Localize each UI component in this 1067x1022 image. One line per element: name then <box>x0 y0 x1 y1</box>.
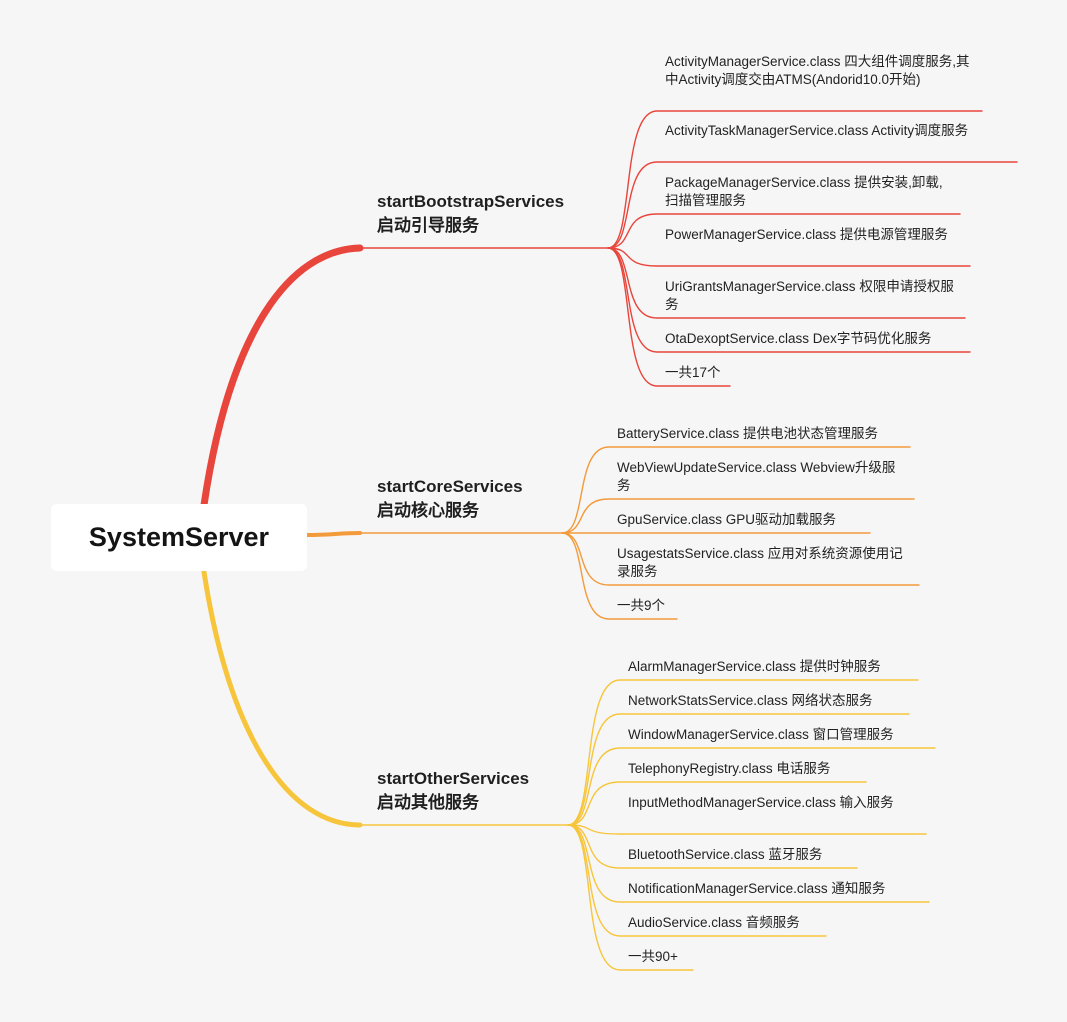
leaf-node[interactable]: GpuService.class GPU驱动加载服务 <box>617 512 837 527</box>
leaf-connector <box>567 824 694 971</box>
leaf-node[interactable]: 一共17个 <box>665 365 721 380</box>
leaf-connector <box>607 247 971 267</box>
leaf-connector <box>607 110 983 249</box>
leaf-node[interactable]: ActivityManagerService.class 四大组件调度服务,其中… <box>665 54 970 87</box>
leaf-connector <box>607 247 971 353</box>
root-node-systemserver[interactable]: SystemServer <box>51 504 307 571</box>
leaf-node[interactable]: 一共90+ <box>628 949 678 964</box>
leaf-node[interactable]: PackageManagerService.class 提供安装,卸载,扫描管理… <box>665 175 943 208</box>
leaf-node[interactable]: ActivityTaskManagerService.class Activit… <box>665 123 969 138</box>
branch-subtitle: 启动其他服务 <box>377 793 479 812</box>
branch-subtitle: 启动引导服务 <box>377 216 479 235</box>
leaf-connector <box>567 781 867 826</box>
branch-node-core[interactable]: startCoreServices 启动核心服务 <box>377 475 523 523</box>
leaf-node[interactable]: WindowManagerService.class 窗口管理服务 <box>628 727 894 742</box>
leaf-connector <box>561 498 915 534</box>
branch-title: startOtherServices <box>377 769 530 788</box>
branch-title: startCoreServices <box>377 477 523 496</box>
root-node-label: SystemServer <box>88 522 270 552</box>
leaf-node[interactable]: 一共9个 <box>617 598 666 613</box>
leaf-connector <box>607 247 731 387</box>
branch-connector <box>305 531 362 537</box>
leaf-connector <box>567 824 927 835</box>
leaf-connector <box>567 824 930 903</box>
leaf-node[interactable]: AlarmManagerService.class 提供时钟服务 <box>628 659 881 674</box>
leaf-node[interactable]: NetworkStatsService.class 网络状态服务 <box>628 693 873 708</box>
leaf-node[interactable]: UsagestatsService.class 应用对系统资源使用记录服务 <box>617 546 903 579</box>
leaf-node[interactable]: BluetoothService.class 蓝牙服务 <box>628 847 823 862</box>
branch-connector <box>201 569 363 828</box>
leaf-node[interactable]: InputMethodManagerService.class 输入服务 <box>628 795 894 810</box>
leaf-connector <box>607 213 961 249</box>
leaf-connector <box>567 713 910 826</box>
leaf-connector <box>567 824 827 937</box>
branch-connector <box>200 244 364 509</box>
leaf-node[interactable]: AudioService.class 音频服务 <box>628 915 800 930</box>
leaf-node[interactable]: UriGrantsManagerService.class 权限申请授权服务 <box>665 279 954 312</box>
leaf-connector <box>561 532 920 586</box>
leaf-connector <box>561 532 678 620</box>
leaf-connector <box>567 824 858 869</box>
leaf-node[interactable]: NotificationManagerService.class 通知服务 <box>628 881 886 896</box>
leaf-connector <box>567 747 936 826</box>
leaf-connector <box>561 446 911 534</box>
leaf-connector <box>567 679 919 826</box>
branch-subtitle: 启动核心服务 <box>377 501 479 520</box>
leaf-connector <box>607 161 1018 249</box>
branch-node-bootstrap[interactable]: startBootstrapServices 启动引导服务 <box>377 190 564 238</box>
leaf-node[interactable]: BatteryService.class 提供电池状态管理服务 <box>617 426 879 441</box>
leaf-node[interactable]: PowerManagerService.class 提供电源管理服务 <box>665 227 948 242</box>
leaf-node[interactable]: TelephonyRegistry.class 电话服务 <box>628 761 831 776</box>
leaf-node[interactable]: OtaDexoptService.class Dex字节码优化服务 <box>665 331 932 346</box>
branch-node-other[interactable]: startOtherServices 启动其他服务 <box>377 767 529 815</box>
branch-title: startBootstrapServices <box>377 192 565 211</box>
leaf-node[interactable]: WebViewUpdateService.class Webview升级服务 <box>617 460 896 493</box>
